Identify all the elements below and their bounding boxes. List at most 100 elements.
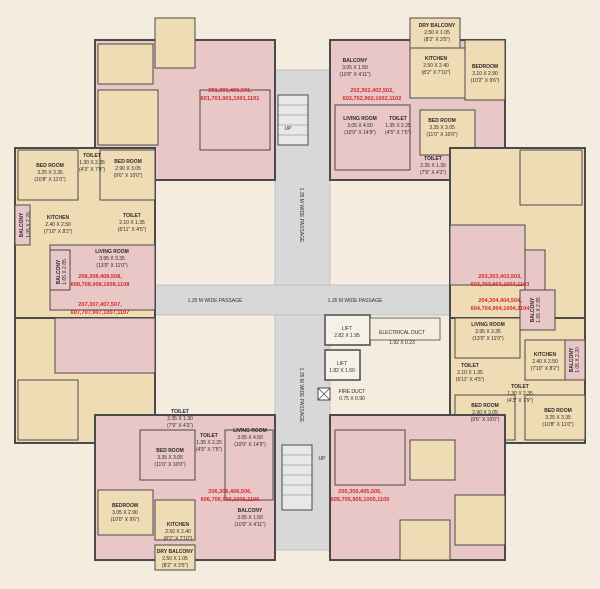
room-name: KITCHEN [167,522,190,528]
room-name: BED ROOM [156,448,184,454]
unit-s-west [94,414,276,571]
room-dim: 3.35 X 3.05 [157,455,183,461]
room-imp: (4'5" X 7'5") [385,130,411,136]
room-name: BALCONY [569,347,575,372]
unit-s-east [329,414,506,561]
room-name: BALCONY [238,508,263,514]
room-dim: 1.05 X 2.20 [575,347,581,373]
room-name: BEDROOM [472,64,498,70]
lift1-dim: 2.82 X 1.95 [334,333,360,339]
stair-up-top: UP [285,126,293,132]
unit-label-ne-2: 602,702,902,1002,1102 [343,96,402,102]
room-name: KITCHEN [534,352,557,358]
room-name: TOILET [123,213,141,219]
room-labels-w: BED ROOM 3.25 X 3.35 (10'8" X 11'0") TOI… [19,153,147,285]
unit-label-s-east-1: 205,305,405,505, [338,489,382,495]
core [317,314,441,401]
room-dim: 3.25 X 3.35 [37,170,63,176]
room-dim: 3.05 X 1.50 [237,515,263,521]
electrical-duct-label: ELECTRICAL DUCT [379,330,425,336]
lift2-label: LIFT [337,361,347,367]
room-dim: 1.05 X 2.20 [26,212,32,238]
room-name: TOILET [200,433,218,439]
unit-sw [14,317,156,444]
passage-label-top: 1.35 M WIDE PASSAGE [298,188,304,243]
room-imp: (10'2" X 9'6") [471,78,500,84]
room-dim: 3.05 X 4.50 [237,435,263,441]
room-dim: 3.05 X 1.50 [342,65,368,71]
room-dim: 3.05 X 4.50 [347,123,373,129]
unit-label-sw-2: 607,707,907,1007,1107 [71,310,130,316]
room-labels-se: BALCONY 1.65 X 2.85 LIVING ROOM 3.95 X 3… [456,297,581,428]
room-dim: 3.95 X 3.35 [99,256,125,262]
room-imp: (7'10" X 8'2") [531,366,560,372]
room-name: KITCHEN [47,215,70,221]
room-labels-sw: TOILET 2.35 X 1.30 (7'9" X 4'3") BED ROO… [111,409,267,569]
unit-label-se-1: 204,304,404,504, [478,298,522,304]
room-imp: (10'0" X 14'9") [234,442,266,448]
unit-label-s-west-1: 206,306,406,506, [208,489,252,495]
unit-label-e-2: 603,703,903,1003,1103 [471,282,530,288]
unit-label-nw-2: 601,701,901,1001,1101 [201,96,260,102]
room-dim: 2.40 X 2.50 [532,359,558,365]
stair-top [277,94,309,146]
unit-label-se-2: 604,704,904,1004,1104 [471,306,531,312]
room-name: BALCONY [530,297,536,322]
room-imp: (7'10" X 8'2") [44,229,73,235]
room-imp: (9'6" X 10'0") [114,173,143,179]
unit-e [449,147,586,319]
unit-label-sw-1: 207,307,407,507, [78,302,122,308]
room-dim: 1.65 X 2.85 [62,259,68,285]
room-dim: 1.30 X 2.35 [507,391,533,397]
room-dim: 2.90 X 3.05 [472,410,498,416]
room-imp: (9'6" X 10'0") [471,417,500,423]
room-name: TOILET [461,363,479,369]
room-dim: 3.10 X 2.90 [472,71,498,77]
room-imp: (13'0" X 11'0") [472,336,504,342]
room-name: LIVING ROOM [343,116,377,122]
room-dim: 1.65 X 2.85 [536,297,542,323]
room-name: TOILET [511,384,529,390]
room-labels-ne: DRY BALCONY 2.50 X 1.05 (8'2" X 3'5") KI… [339,23,499,176]
room-dim: 1.35 X 2.25 [385,123,411,129]
fire-duct-dim: 0.75 X 0.90 [339,396,365,402]
unit-label-w-1: 208,308,408,508, [78,274,122,280]
room-dim: 1.30 X 2.35 [79,160,105,166]
passage-label-bottom: 1.35 M WIDE PASSAGE [298,368,304,423]
room-imp: (10'0" X 4'11") [339,72,371,78]
room-dim: 3.05 X 2.90 [112,510,138,516]
unit-label-e-1: 203,303,403,503, [478,274,522,280]
room-name: BEDROOM [112,503,138,509]
room-imp: (10'8" X 11'0") [34,177,66,183]
room-imp: (8'2" X 3'5") [424,37,450,43]
room-imp: (4'3" X 7'9") [79,167,105,173]
room-name: LIVING ROOM [95,249,129,255]
room-imp: (13'0" X 11'0") [96,263,128,269]
room-imp: (10'8" X 11'0") [542,422,574,428]
room-name: TOILET [389,116,407,122]
room-imp: (7'9" X 4'3") [420,170,446,176]
horizontal-passage [149,284,451,316]
room-imp: (10'0" X 4'11") [234,522,266,528]
room-imp: (6'11" X 4'5") [456,377,485,383]
room-name: BED ROOM [114,159,142,165]
room-dim: 2.50 X 2.40 [423,63,449,69]
room-dim: 1.35 X 2.25 [196,440,222,446]
room-imp: (4'5" X 7'5") [196,447,222,453]
stair-bottom [281,444,313,511]
stair-up-bottom: UP [319,456,327,462]
passage-label-right: 1.35 M WIDE PASSAGE [328,298,383,304]
room-imp: (7'9" X 4'3") [167,423,193,429]
room-dim: 2.50 X 1.05 [424,30,450,36]
room-name: KITCHEN [425,56,448,62]
room-dim: 2.10 X 1.35 [119,220,145,226]
electrical-duct-dim: 1.92 X 0.23 [389,340,415,346]
room-dim: 2.90 X 3.05 [115,166,141,172]
room-imp: (8'2" X 3'5") [162,563,188,569]
room-dim: 2.10 X 1.35 [457,370,483,376]
room-imp: (8'2" X 7'10") [164,536,193,542]
unit-w [14,147,156,319]
room-dim: 2.35 X 1.30 [167,416,193,422]
room-name: BED ROOM [471,403,499,409]
room-name: BALCONY [343,58,368,64]
